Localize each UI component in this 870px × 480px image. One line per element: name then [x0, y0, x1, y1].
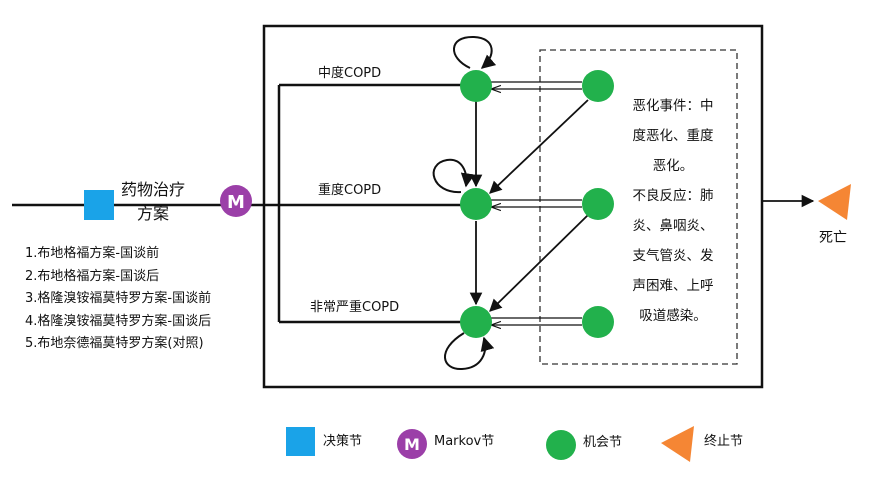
legend-chance-icon [546, 430, 576, 460]
event-adverse-line-5: 吸道感染。 [639, 308, 707, 324]
legend-markov-letter: M [404, 435, 420, 454]
markov-node-letter: M [227, 192, 245, 213]
decision-node [84, 190, 114, 220]
legend-chance-label: 机会节 [583, 435, 623, 450]
self-loop-very-severe [444, 332, 495, 371]
strategy-item-1: 1.布地格福方案-国谈前 [25, 246, 160, 261]
strategy-item-3: 3.格隆溴铵福莫特罗方案-国谈前 [25, 291, 212, 306]
legend-markov-icon [397, 429, 427, 459]
legend-terminal-icon [661, 426, 694, 462]
event-exacerbation-line-2: 度恶化、重度 [632, 128, 714, 144]
strategy-item-5: 5.布地奈德福莫特罗方案(对照) [25, 336, 204, 351]
event-descriptions: 恶化事件：中 度恶化、重度 恶化。 不良反应：肺 炎、鼻咽炎、 支气管炎、发 声… [618, 91, 728, 331]
chance-node-severe [460, 188, 492, 220]
chance-node-event-1 [582, 70, 614, 102]
state-label-moderate: 中度COPD [318, 66, 382, 81]
treatment-label-line-2: 方案 [137, 204, 170, 223]
event-exacerbation-line-1: 恶化事件：中 [632, 98, 714, 114]
legend-markov-label: Markov节 [434, 434, 495, 449]
arrow-event1-to-severe [489, 99, 589, 194]
self-loop-moderate [453, 35, 497, 69]
event-adverse-line-2: 炎、鼻咽炎、 [632, 218, 714, 234]
death-label: 死亡 [819, 230, 847, 246]
terminal-node-death [818, 184, 851, 220]
legend-decision-label: 决策节 [323, 434, 363, 449]
event-exacerbation-line-3: 恶化。 [652, 158, 694, 174]
chance-node-moderate [460, 70, 492, 102]
event-adverse-line-3: 支气管炎、发 [632, 248, 714, 264]
strategy-item-4: 4.格隆溴铵福莫特罗方案-国谈后 [25, 313, 212, 329]
strategy-item-2: 2.布地格福方案-国谈后 [25, 268, 160, 284]
chance-node-event-3 [582, 306, 614, 338]
arrow-event2-to-very-severe [489, 214, 589, 312]
treatment-label: 药物治疗 方案 [121, 178, 185, 226]
treatment-label-line-1: 药物治疗 [121, 180, 186, 199]
chance-node-event-2 [582, 188, 614, 220]
strategy-list: 1.布地格福方案-国谈前 2.布地格福方案-国谈后 3.格隆溴铵福莫特罗方案-国… [25, 243, 211, 356]
legend-terminal-label: 终止节 [704, 434, 744, 449]
markov-model-box [262, 24, 764, 389]
state-label-very-severe: 非常严重COPD [310, 300, 400, 315]
markov-node [220, 185, 252, 217]
state-label-severe: 重度COPD [318, 183, 382, 198]
event-adverse-line-4: 声困难、上呼 [632, 278, 714, 294]
legend-decision-icon [286, 427, 315, 456]
self-loop-severe [432, 158, 475, 194]
event-adverse-line-1: 不良反应：肺 [632, 188, 714, 204]
chance-node-very-severe [460, 306, 492, 338]
